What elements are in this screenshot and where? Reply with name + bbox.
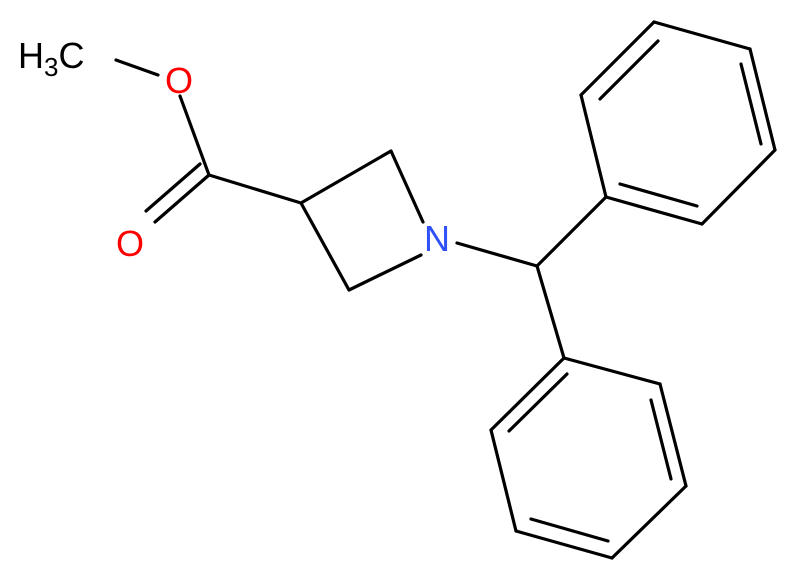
ring-nitrogen-label: N bbox=[424, 218, 450, 259]
bond-ring-c4-c3 bbox=[299, 201, 351, 292]
bond-ch-lower-phenyl bbox=[535, 264, 566, 360]
bond-ring-n-c4 bbox=[347, 253, 423, 292]
bond-carbonyl-c-ring bbox=[207, 173, 303, 205]
ester-oxygen-label: O bbox=[165, 60, 193, 101]
carbonyl-oxygen-label: O bbox=[116, 223, 144, 264]
methyl-label: H3C bbox=[18, 35, 84, 82]
bond-n-ch bbox=[455, 241, 539, 268]
bond-carbonyl-double-a bbox=[153, 173, 211, 224]
upper-phenyl-ring bbox=[579, 20, 777, 226]
bond-ch-upper-phenyl bbox=[535, 195, 608, 268]
bond-ring-c3-c2 bbox=[299, 149, 393, 205]
lower-phenyl-ring bbox=[489, 356, 688, 560]
bond-ring-c2-n bbox=[389, 149, 425, 224]
bond-methyl-o bbox=[114, 58, 160, 77]
bond-o-carbonyl-c bbox=[178, 94, 211, 177]
bond-carbonyl-double-b bbox=[144, 162, 202, 213]
